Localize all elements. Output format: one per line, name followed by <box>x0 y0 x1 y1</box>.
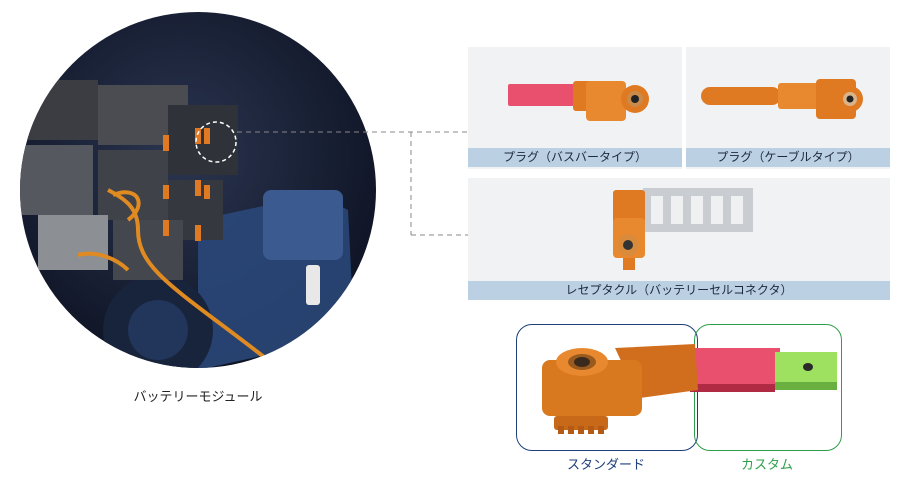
plug-cable-panel: プラグ（ケーブルタイプ） <box>686 47 890 169</box>
plug-busbar-image <box>508 81 649 121</box>
plug-cable-image <box>701 79 863 119</box>
receptacle-label: レセプタクル（バッテリーセルコネクタ） <box>468 281 890 300</box>
plug-busbar-label: プラグ（バスバータイプ） <box>468 148 682 167</box>
plug-busbar-panel: プラグ（バスバータイプ） <box>468 47 682 169</box>
receptacle-image <box>613 188 753 270</box>
battery-module-caption: バッテリーモジュール <box>133 390 263 405</box>
standard-label: スタンダード <box>566 458 645 473</box>
custom-label: カスタム <box>740 458 793 473</box>
receptacle-panel: レセプタクル（バッテリーセルコネクタ） <box>468 178 890 300</box>
standard-custom-image <box>542 344 837 434</box>
plug-cable-label: プラグ（ケーブルタイプ） <box>686 148 890 167</box>
battery-module-image <box>18 10 378 370</box>
